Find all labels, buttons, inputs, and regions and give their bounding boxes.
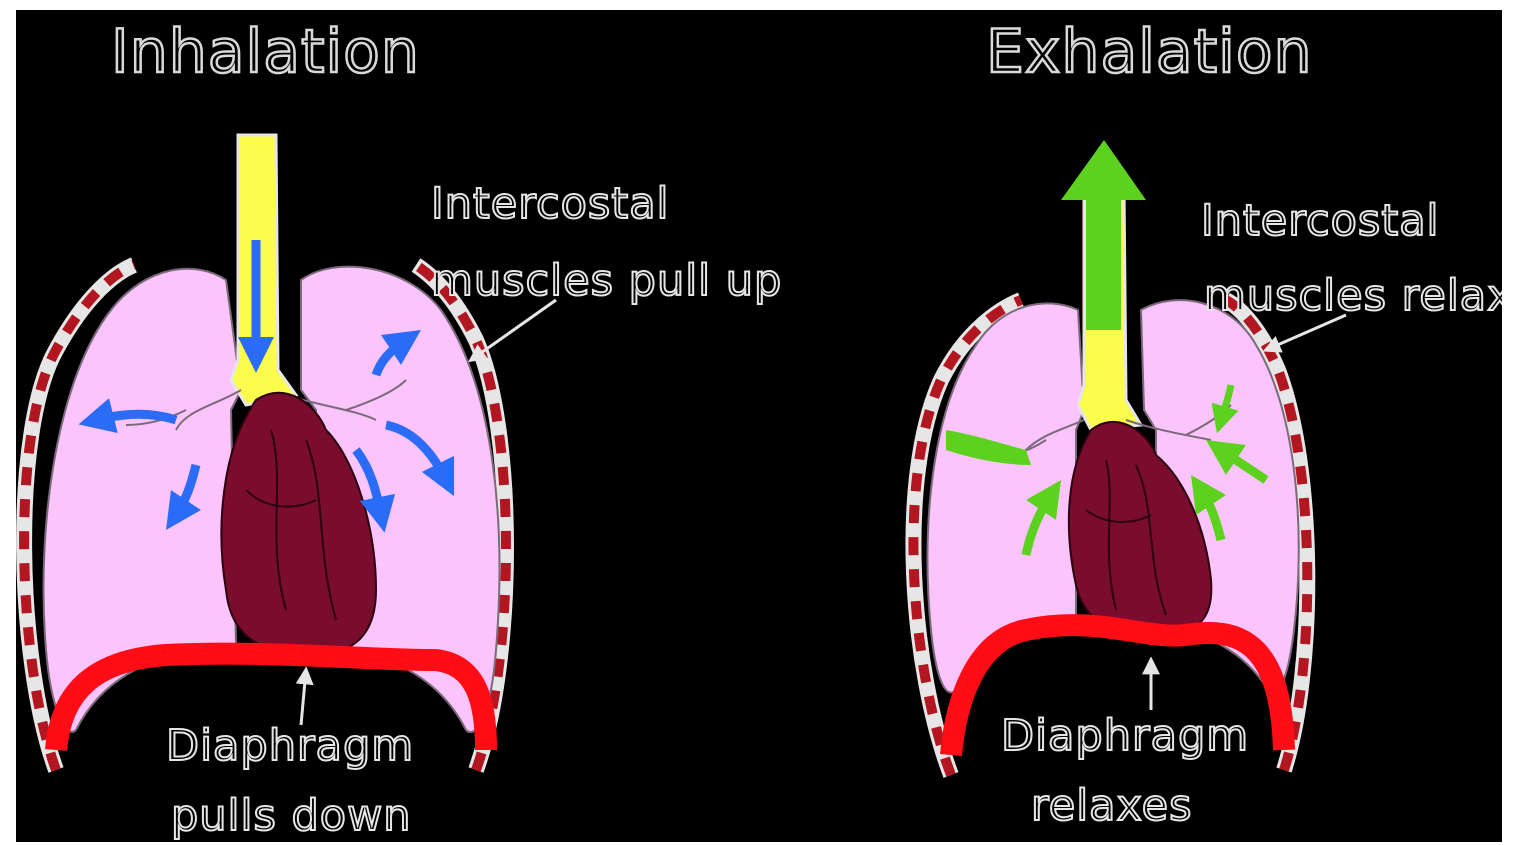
- inhalation-diaphragm-label: Diaphragm pulls down: [166, 721, 414, 841]
- inhalation-title: Inhalation: [111, 17, 420, 87]
- inhalation-trachea: [231, 135, 296, 405]
- svg-text:Diaphragm: Diaphragm: [1001, 711, 1249, 761]
- svg-text:muscles relax: muscles relax: [1204, 271, 1502, 321]
- diaphragm-pointer-left: [301, 670, 306, 725]
- svg-text:Diaphragm: Diaphragm: [166, 721, 414, 771]
- inhalation-intercostal-label: Intercostal muscles pull up: [431, 179, 782, 306]
- intercostal-pointer-left: [471, 300, 556, 360]
- exhalation-intercostal-label: Intercostal muscles relax: [1201, 196, 1502, 321]
- inhalation-panel: Inhalation Intercostal muscles pull up: [24, 17, 782, 841]
- exhalation-title: Exhalation: [986, 17, 1313, 87]
- svg-text:Intercostal: Intercostal: [1201, 196, 1440, 246]
- exhalation-diaphragm-label: Diaphragm relaxes: [1001, 711, 1249, 831]
- svg-text:relaxes: relaxes: [1031, 781, 1192, 831]
- svg-text:pulls down: pulls down: [171, 791, 412, 841]
- diagram-stage: Inhalation Intercostal muscles pull up: [16, 10, 1502, 842]
- breathing-diagram: Inhalation Intercostal muscles pull up: [16, 10, 1502, 842]
- exhalation-panel: Exhalation Intercostal muscles relax Dia…: [913, 17, 1502, 831]
- svg-text:Intercostal: Intercostal: [431, 179, 670, 229]
- svg-text:muscles pull up: muscles pull up: [431, 256, 782, 306]
